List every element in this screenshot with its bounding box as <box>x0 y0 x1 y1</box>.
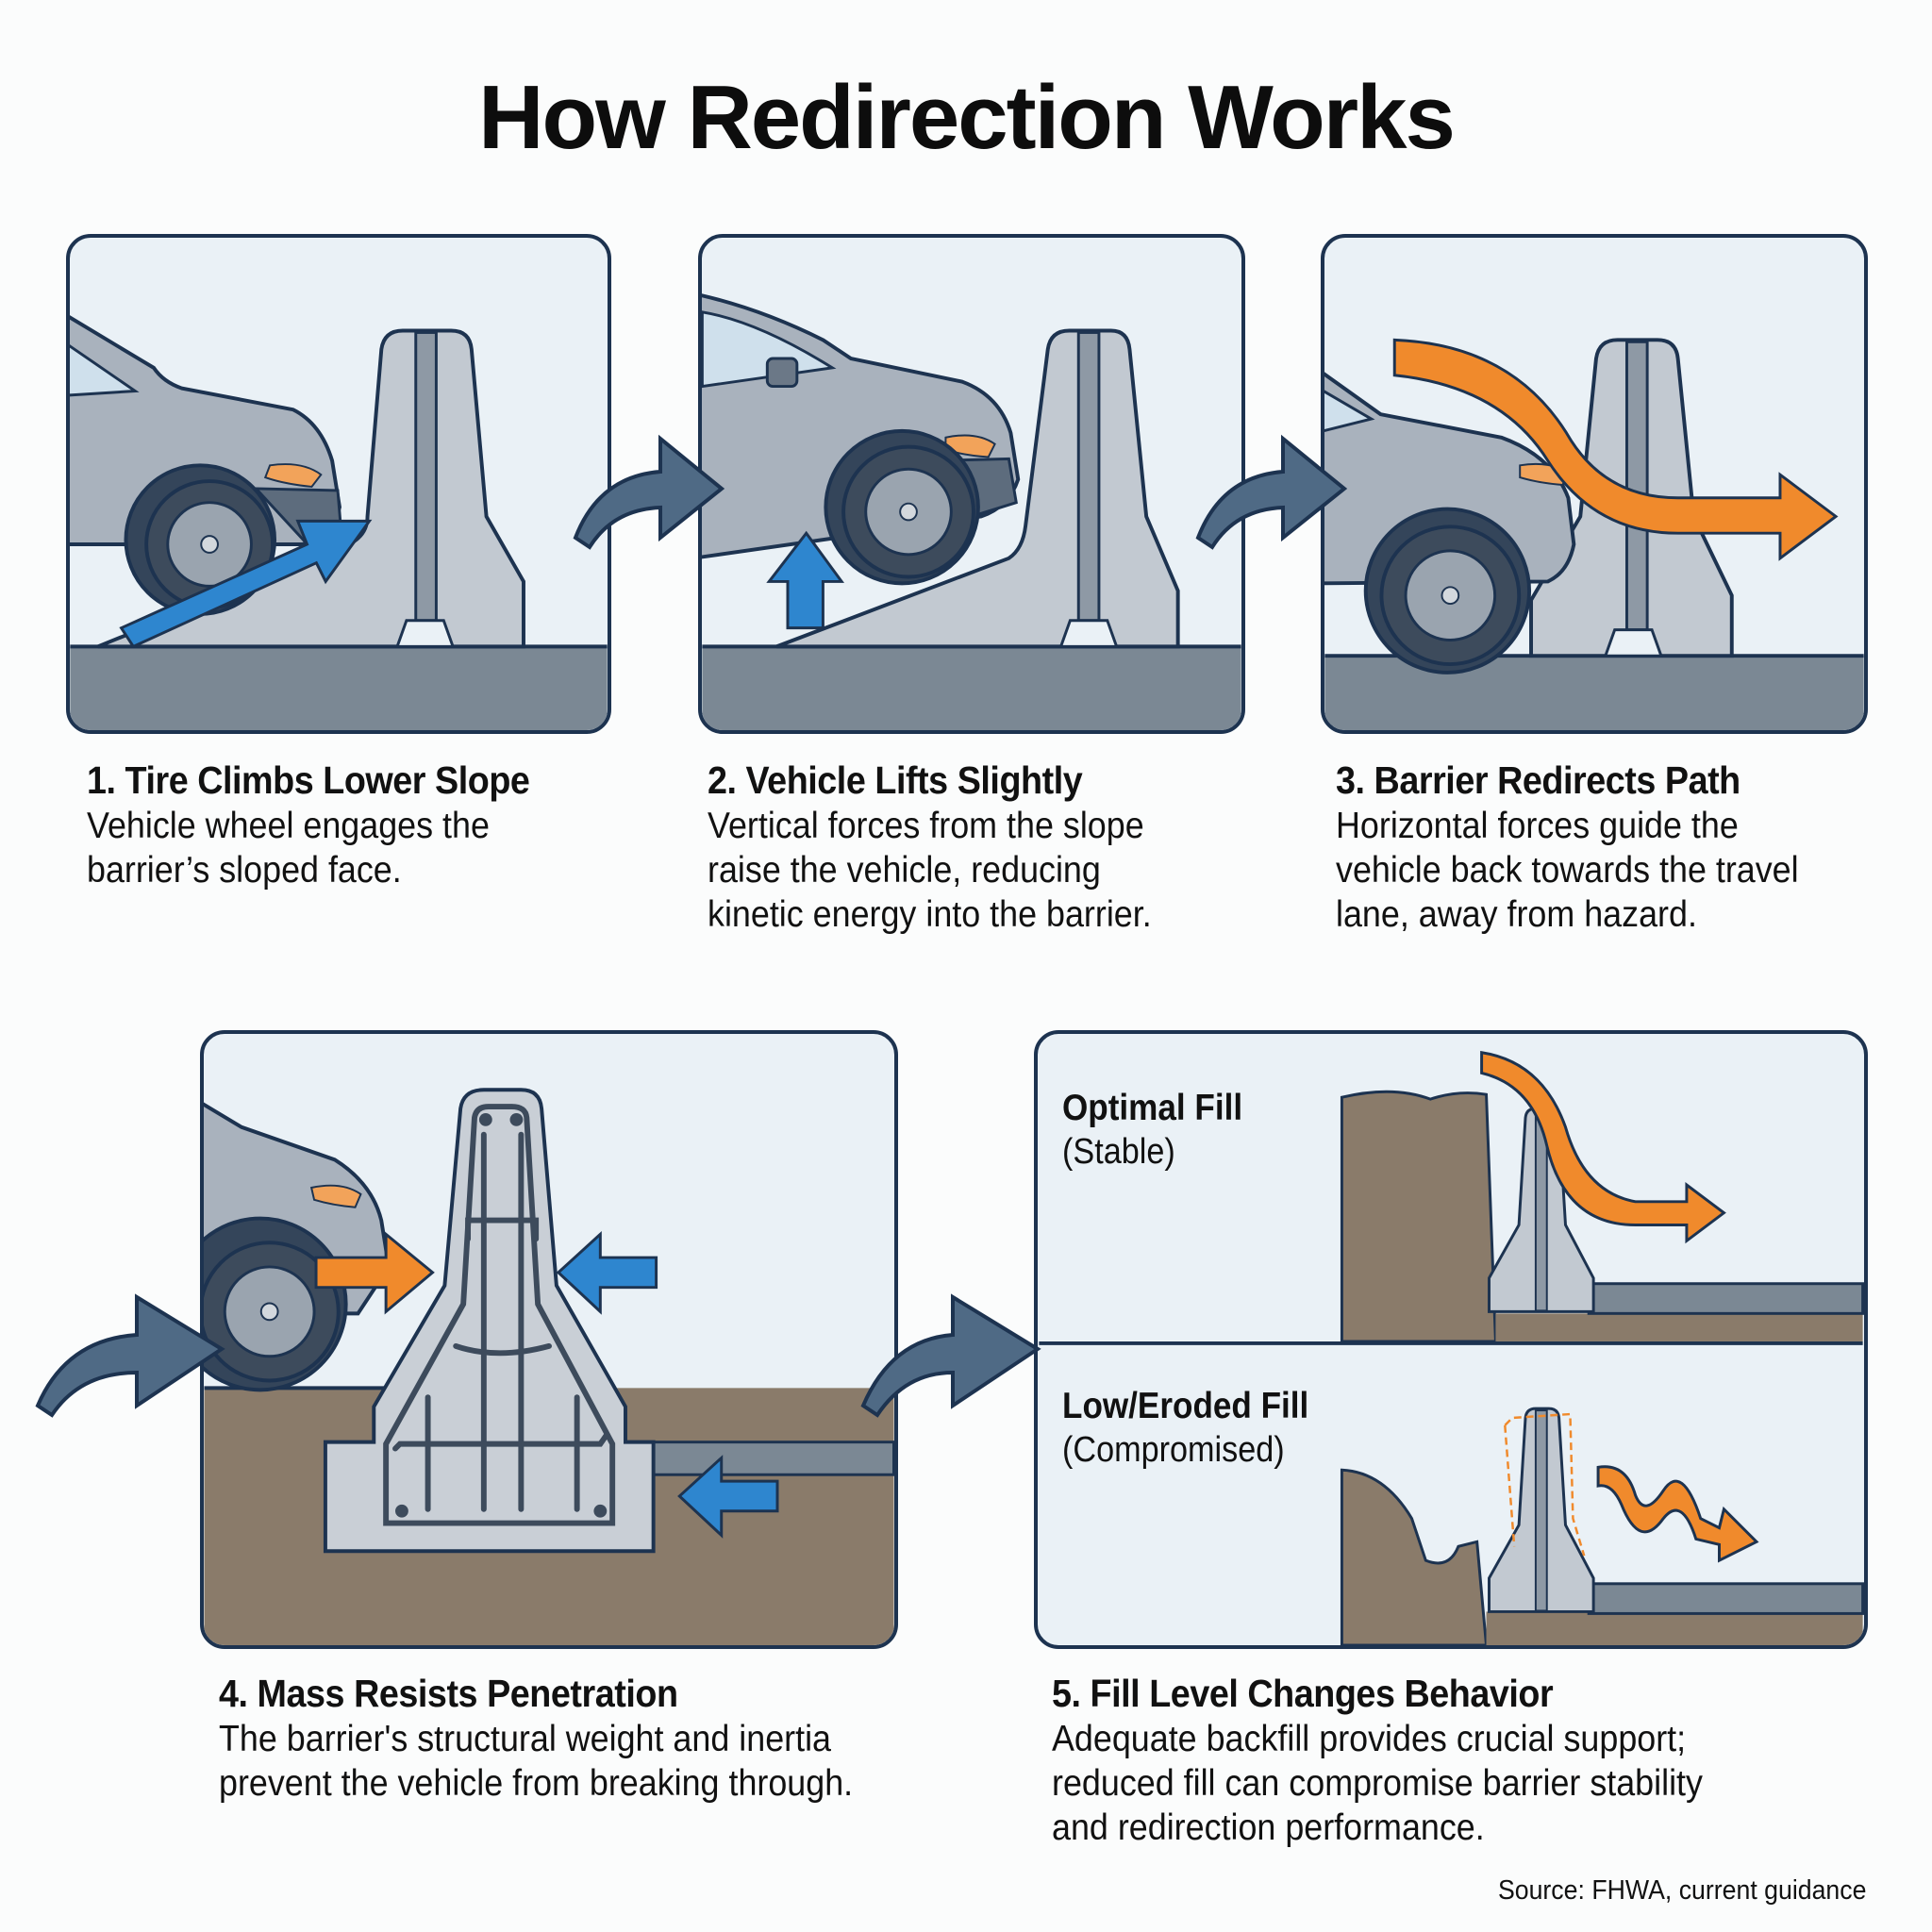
step-1-illustration <box>66 234 611 734</box>
arrow-right-icon <box>860 1293 1041 1418</box>
step-2-caption: 2. Vehicle Lifts Slightly Vertical force… <box>708 757 1191 937</box>
optimal-fill-status: (Stable) <box>1062 1132 1175 1172</box>
rebar-ends <box>395 1112 608 1518</box>
step-1-line-1: Vehicle wheel engages the <box>87 806 490 846</box>
tilt-outline <box>1504 1412 1586 1557</box>
eroded-fill-label: Low/Eroded Fill (Compromised) <box>1062 1385 1336 1472</box>
barrier-cross-section <box>323 1088 656 1554</box>
arrow-right-icon <box>35 1293 225 1418</box>
road-surface <box>702 646 1241 730</box>
stable-redirect-arrow <box>1480 1051 1726 1244</box>
step-5-scene <box>1039 1051 1864 1645</box>
car <box>702 293 1021 586</box>
barrier-groove <box>1624 340 1649 632</box>
resisting-force-arrow-upper <box>556 1231 658 1315</box>
flow-arrow-3-to-4 <box>35 1293 225 1418</box>
barrier-groove <box>414 330 438 623</box>
step-2-line-1: Vertical forces from the slope <box>708 806 1144 846</box>
step-3-line-3: lane, away from hazard. <box>1336 894 1697 935</box>
step-4-heading: 4. Mass Resists Penetration <box>219 1672 678 1715</box>
step-5-illustration: Optimal Fill (Stable) Low/Eroded Fill (C… <box>1034 1030 1868 1649</box>
optimal-backfill <box>1340 1090 1497 1343</box>
resisting-force-arrow-lower <box>677 1455 779 1539</box>
road-surface <box>1587 1282 1864 1315</box>
step-4-illustration <box>200 1030 898 1649</box>
page-title: How Redirection Works <box>478 67 1456 168</box>
drain-slot <box>1603 628 1664 658</box>
step-3-line-2: vehicle back towards the travel <box>1336 850 1799 891</box>
barrier-groove <box>1076 330 1101 623</box>
step-5-caption: 5. Fill Level Changes Behavior Adequate … <box>1052 1670 1759 1850</box>
drain-slot <box>394 619 456 648</box>
step-3-heading: 3. Barrier Redirects Path <box>1336 758 1740 802</box>
step-2-illustration <box>698 234 1245 734</box>
step-4-line-1: The barrier's structural weight and iner… <box>219 1719 832 1759</box>
optimal-fill-heading: Optimal Fill <box>1062 1088 1243 1128</box>
flow-arrow-2-to-3 <box>1195 434 1348 550</box>
step-4-line-2: prevent the vehicle from breaking throug… <box>219 1763 854 1804</box>
step-3-caption: 3. Barrier Redirects Path Horizontal for… <box>1336 757 1839 937</box>
step-2-heading: 2. Vehicle Lifts Slightly <box>708 758 1083 802</box>
climb-force-arrow <box>119 519 373 649</box>
step-3-scene <box>1324 338 1864 730</box>
eroded-fill-heading: Low/Eroded Fill <box>1062 1386 1309 1426</box>
flow-arrow-4-to-5 <box>860 1293 1041 1418</box>
arrow-right-icon <box>573 434 725 550</box>
step-5-line-2: reduced fill can compromise barrier stab… <box>1052 1763 1703 1804</box>
drain-slot <box>1058 619 1119 648</box>
step-1-heading: 1. Tire Climbs Lower Slope <box>87 758 530 802</box>
source-note: Source: FHWA, current guidance <box>1497 1875 1866 1906</box>
lift-force-arrow <box>766 530 845 630</box>
step-5-line-1: Adequate backfill provides crucial suppo… <box>1052 1719 1687 1759</box>
road-surface <box>70 646 608 730</box>
step-2-scene <box>702 293 1241 730</box>
step-1-scene <box>70 315 608 730</box>
step-3-illustration <box>1321 234 1868 734</box>
eroded-backfill <box>1340 1468 1489 1645</box>
car <box>1324 372 1576 675</box>
redirect-path-arrow <box>1392 338 1839 561</box>
road-surface <box>1587 1582 1864 1615</box>
step-5-heading: 5. Fill Level Changes Behavior <box>1052 1672 1554 1715</box>
road-surface <box>1324 656 1864 730</box>
step-4-scene <box>204 1088 894 1645</box>
arrow-right-icon <box>1195 434 1348 550</box>
eroded-fill-status: (Compromised) <box>1062 1430 1285 1470</box>
step-2-line-3: kinetic energy into the barrier. <box>708 894 1152 935</box>
step-2-line-2: raise the vehicle, reducing <box>708 850 1101 891</box>
rebar <box>383 1104 616 1526</box>
impact-force-arrow <box>314 1231 435 1315</box>
optimal-fill-label: Optimal Fill (Stable) <box>1062 1087 1262 1174</box>
flow-arrow-1-to-2 <box>573 434 725 550</box>
step-1-caption: 1. Tire Climbs Lower Slope Vehicle wheel… <box>87 757 568 892</box>
step-5-line-3: and redirection performance. <box>1052 1807 1485 1848</box>
step-3-line-1: Horizontal forces guide the <box>1336 806 1739 846</box>
unstable-redirect-arrow <box>1596 1465 1759 1563</box>
step-4-caption: 4. Mass Resists Penetration The barrier'… <box>219 1670 908 1806</box>
step-1-line-2: barrier’s sloped face. <box>87 850 402 891</box>
